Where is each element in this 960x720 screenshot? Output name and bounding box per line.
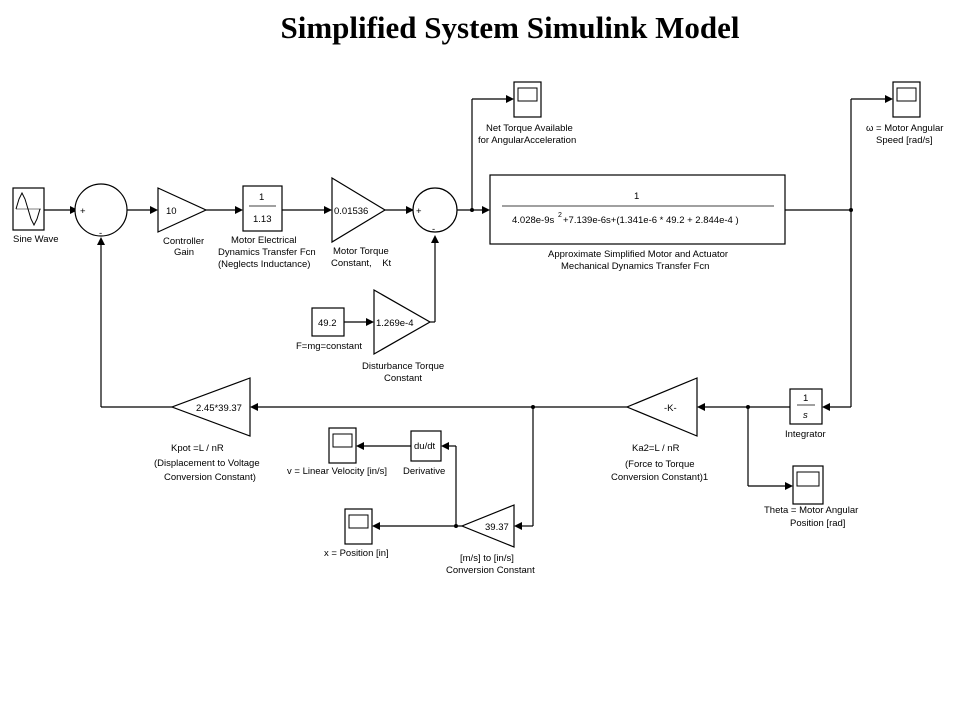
motor-electrical-num: 1: [259, 192, 264, 203]
motor-electrical-den: 1.13: [253, 214, 272, 225]
controller-gain-block[interactable]: 10 Controller Gain: [157, 187, 208, 258]
conversion-gain-block[interactable]: 39.37 [m/s] to [in/s] Conversion Constan…: [446, 504, 535, 576]
net-torque-label-2: for AngularAcceleration: [478, 135, 576, 146]
position-label: x = Position [in]: [324, 548, 389, 559]
conversion-gain-triangle[interactable]: [460, 504, 515, 548]
motor-torque-block[interactable]: 0.01536 Motor Torque Constant, Kt: [331, 176, 392, 269]
integrator-den: s: [803, 410, 808, 421]
mechanical-transfer-fcn-box[interactable]: [489, 174, 786, 245]
motor-torque-label-2: Constant, Kt: [331, 258, 392, 269]
sine-wave-block[interactable]: Sine Wave: [12, 187, 59, 245]
motor-electrical-label-3: (Neglects Inductance): [218, 259, 310, 270]
sum-block-2[interactable]: + -: [412, 187, 458, 235]
theta-label-2: Position [rad]: [790, 518, 845, 529]
ka2-gain-block[interactable]: -K- Ka2=L / nR (Force to Torque Conversi…: [611, 377, 708, 483]
derivative-block[interactable]: du/dt Derivative: [403, 430, 445, 477]
controller-gain-triangle[interactable]: [157, 187, 208, 233]
theta-scope[interactable]: Theta = Motor Angular Position [rad]: [764, 465, 858, 529]
derivative-value: du/dt: [414, 441, 435, 452]
motor-torque-label-1: Motor Torque: [333, 246, 389, 257]
sum2-plus-sign: +: [416, 206, 422, 217]
net-torque-label-1: Net Torque Available: [486, 123, 573, 134]
ka2-gain-value: -K-: [664, 403, 677, 414]
disturbance-gain-value: 1.269e-4: [376, 318, 414, 329]
sum-block-1[interactable]: + -: [74, 183, 128, 239]
motor-electrical-box[interactable]: [242, 185, 283, 232]
controller-gain-value: 10: [166, 206, 177, 217]
ka2-label-3: Conversion Constant)1: [611, 472, 708, 483]
disturbance-gain-block[interactable]: 1.269e-4 Disturbance Torque Constant: [362, 288, 444, 384]
motor-torque-triangle[interactable]: [331, 176, 387, 244]
kpot-label-2: (Displacement to Voltage: [154, 458, 260, 469]
speed-label-2: Speed [rad/s]: [876, 135, 933, 146]
motor-electrical-label-2: Dynamics Transfer Fcn: [218, 247, 316, 258]
transfer-fcn-den-a: 4.028e-9s: [512, 215, 555, 226]
theta-label-1: Theta = Motor Angular: [764, 505, 858, 516]
integrator-num: 1: [803, 393, 808, 404]
integrator-label: Integrator: [785, 429, 826, 440]
mechanical-transfer-fcn-block[interactable]: 1 4.028e-9s 2 +7.139e-6s+(1.341e-6 * 49.…: [489, 174, 786, 272]
page-title: Simplified System Simulink Model: [280, 10, 740, 45]
sum2-minus-sign: -: [432, 224, 435, 235]
conversion-gain-value: 39.37: [485, 522, 509, 533]
kpot-label-3: Conversion Constant): [164, 472, 256, 483]
constant-block[interactable]: 49.2 F=mg=constant: [296, 307, 362, 352]
net-torque-scope[interactable]: Net Torque Available for AngularAccelera…: [478, 81, 576, 146]
transfer-fcn-label-1: Approximate Simplified Motor and Actuato…: [548, 249, 728, 260]
transfer-fcn-label-2: Mechanical Dynamics Transfer Fcn: [561, 261, 709, 272]
position-scope[interactable]: x = Position [in]: [324, 508, 389, 559]
disturbance-label-2: Constant: [384, 373, 422, 384]
transfer-fcn-den-exp: 2: [558, 212, 562, 219]
signal-lines: [44, 95, 893, 530]
derivative-box[interactable]: [410, 430, 442, 462]
controller-gain-label-1: Controller: [163, 236, 204, 247]
derivative-label: Derivative: [403, 466, 445, 477]
sum-circle-1[interactable]: [74, 183, 128, 237]
sum-circle-2[interactable]: [412, 187, 458, 233]
disturbance-label-1: Disturbance Torque: [362, 361, 444, 372]
transfer-fcn-den-b: +7.139e-6s+(1.341e-6 * 49.2 + 2.844e-4 ): [563, 215, 739, 226]
speed-scope[interactable]: ω = Motor Angular Speed [rad/s]: [866, 81, 943, 146]
controller-gain-label-2: Gain: [174, 247, 194, 258]
ka2-gain-triangle[interactable]: [625, 377, 698, 437]
transfer-fcn-num: 1: [634, 191, 639, 202]
motor-electrical-label-1: Motor Electrical: [231, 235, 296, 246]
ka2-label-1: Ka2=L / nR: [632, 443, 680, 454]
motor-electrical-block[interactable]: 1 1.13 Motor Electrical Dynamics Transfe…: [218, 185, 316, 270]
constant-label: F=mg=constant: [296, 341, 362, 352]
constant-value: 49.2: [318, 318, 337, 329]
conversion-label-2: Conversion Constant: [446, 565, 535, 576]
ka2-label-2: (Force to Torque: [625, 459, 695, 470]
integrator-box[interactable]: [789, 388, 823, 425]
velocity-label: v = Linear Velocity [in/s]: [287, 466, 387, 477]
disturbance-gain-triangle[interactable]: [373, 288, 432, 356]
kpot-gain-block[interactable]: 2.45*39.37 Kpot =L / nR (Displacement to…: [154, 377, 260, 483]
velocity-scope[interactable]: v = Linear Velocity [in/s]: [287, 427, 387, 477]
integrator-block[interactable]: 1 s Integrator: [785, 388, 826, 440]
speed-label-1: ω = Motor Angular: [866, 123, 943, 134]
sum1-minus-sign: -: [99, 228, 102, 239]
kpot-gain-value: 2.45*39.37: [196, 403, 242, 414]
sine-wave-label: Sine Wave: [13, 234, 59, 245]
motor-torque-value: 0.01536: [334, 206, 368, 217]
kpot-gain-triangle[interactable]: [170, 377, 251, 437]
kpot-label-1: Kpot =L / nR: [171, 443, 224, 454]
conversion-label-1: [m/s] to [in/s]: [460, 553, 514, 564]
sum1-plus-sign: +: [80, 206, 86, 217]
constant-box[interactable]: [311, 307, 345, 337]
